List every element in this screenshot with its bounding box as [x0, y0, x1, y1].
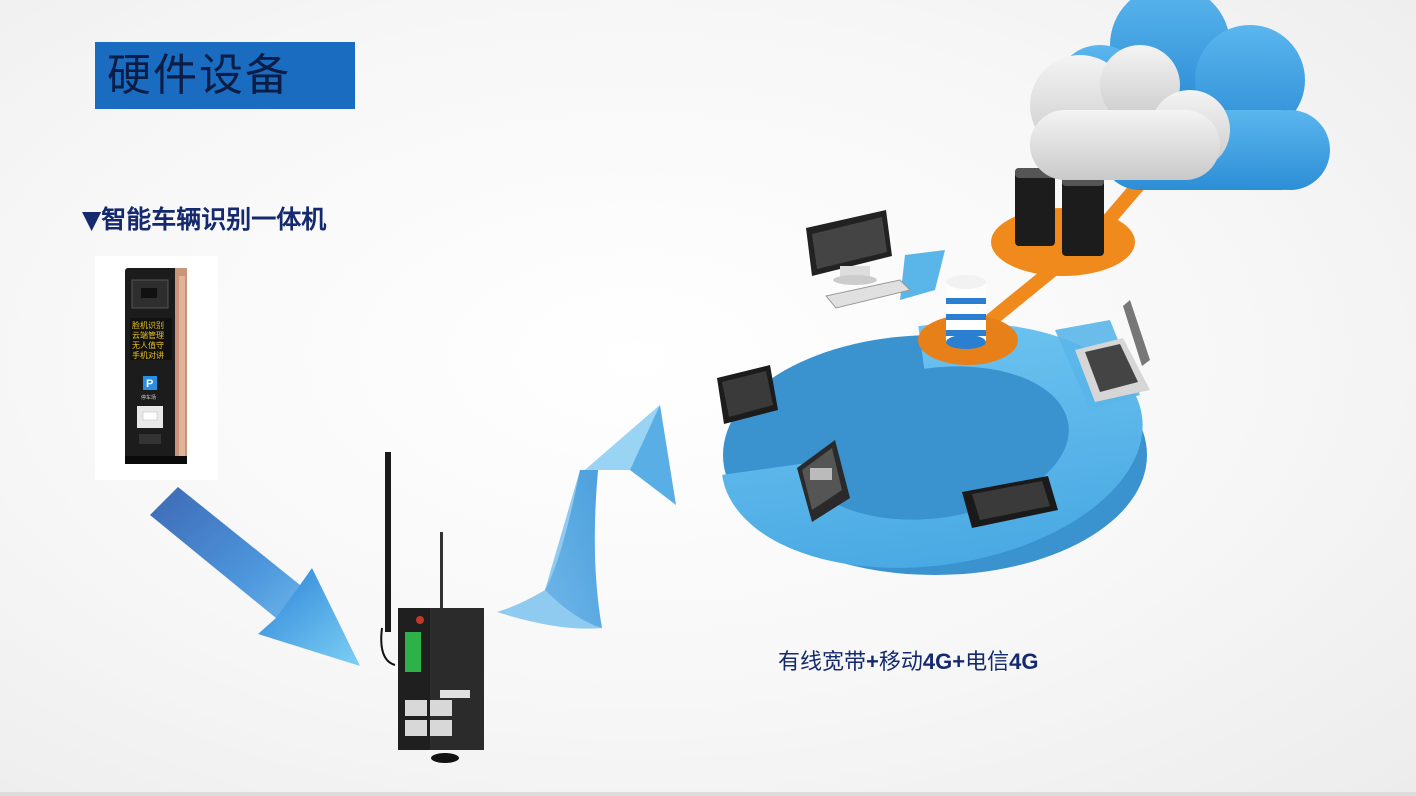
- caption-plus: +: [866, 649, 879, 674]
- server-icon: [1015, 168, 1104, 256]
- tablet-icon: [717, 365, 778, 424]
- caption-part: 移动: [878, 650, 923, 675]
- bottom-divider: [0, 792, 1416, 796]
- caption-4g: 4G+: [922, 649, 966, 674]
- kiosk-screen-line: 脸机识别: [132, 320, 164, 330]
- database-icon: [946, 275, 986, 349]
- laptop-icon: [1075, 300, 1150, 402]
- kiosk-screen-line: 云端管理: [132, 330, 164, 340]
- down-right-arrow-icon: [150, 487, 360, 666]
- desktop-icon: [806, 210, 911, 309]
- phone-icon: [962, 476, 1058, 528]
- network-caption: 有线宽带+移动4G+电信4G: [778, 644, 1038, 676]
- caption-part: 电信: [965, 650, 1010, 675]
- caption-4g: 4G: [1009, 649, 1039, 674]
- caption-part: 有线宽带: [778, 650, 867, 675]
- up-arrow-icon: [497, 405, 676, 629]
- parking-label: 停车场: [141, 394, 156, 401]
- kiosk-screen-line: 无人值守: [132, 340, 164, 350]
- page-title: 硬件设备: [107, 50, 291, 101]
- kiosk-image: 脸机识别 云端管理 无人值守 手机对讲 P 停车场: [95, 256, 218, 480]
- title-banner: 硬件设备: [95, 42, 355, 109]
- kiosk-screen-line: 手机对讲: [132, 350, 164, 360]
- pos-terminal-icon: [797, 440, 850, 522]
- router-icon: [380, 452, 484, 763]
- network-ring: [722, 250, 1147, 575]
- parking-badge: P: [146, 378, 153, 390]
- cloud-icon: [1030, 0, 1330, 190]
- device-subtitle: ▼智能车辆识别一体机: [82, 205, 327, 234]
